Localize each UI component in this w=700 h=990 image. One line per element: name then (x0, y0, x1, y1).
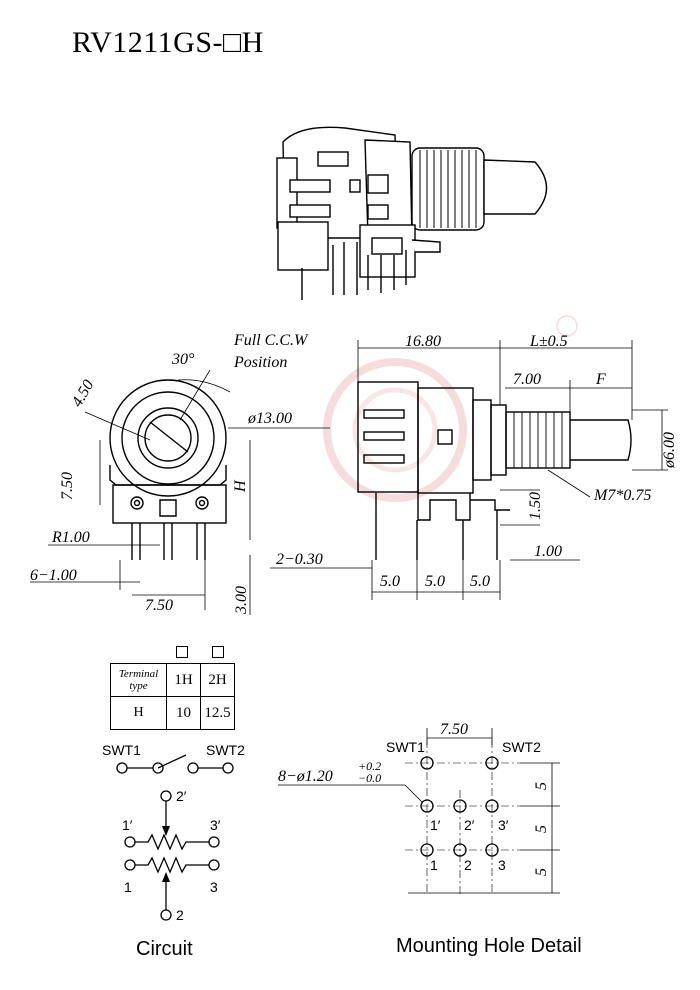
mounting-hole-detail (278, 728, 560, 895)
mount-caption: Mounting Hole Detail (396, 935, 582, 957)
mount-v-3: 5 (533, 868, 550, 876)
drawing-title: RV1211GS-□H (72, 26, 264, 59)
dim-pitch-7-50: 7.50 (145, 597, 173, 614)
watermark (323, 315, 578, 502)
wiper-arrow-top-icon (162, 826, 170, 836)
shaft-diameter: ø6.00 (661, 432, 678, 469)
dim-7-00: 7.00 (513, 371, 541, 388)
table-val-2h: 12.5 (200, 696, 235, 730)
pitch-1: 5.0 (380, 573, 400, 590)
dim-4-50: 4.50 (69, 377, 98, 410)
mount-swt2: SWT2 (502, 739, 541, 755)
mount-holes-spec: 8−ø1.20 (278, 768, 333, 785)
mount-pin-2: 2 (464, 857, 472, 873)
table-marker-1 (176, 646, 188, 658)
thread-spec: M7*0.75 (593, 487, 651, 504)
mount-swt1: SWT1 (386, 739, 425, 755)
pitch-2: 5.0 (425, 573, 445, 590)
body-diameter: ø13.00 (247, 410, 292, 427)
angle-label: 30° (171, 351, 195, 368)
circuit-pin-1p: 1′ (122, 817, 133, 833)
dim-1-50: 1.50 (527, 492, 544, 520)
dim-f: F (595, 371, 606, 388)
circuit-pin-3p: 3′ (210, 817, 221, 833)
mount-v-1: 5 (533, 782, 550, 790)
dim-h: H (232, 479, 249, 493)
mount-tol-minus: −0.0 (358, 771, 381, 785)
mount-pin-2p: 2′ (464, 817, 475, 833)
side-view (270, 340, 668, 600)
dim-r1-00: R1.00 (51, 529, 90, 546)
table-row-label: H (110, 696, 167, 730)
dim-l: L±0.5 (529, 333, 568, 350)
mount-pin-1: 1 (430, 857, 438, 873)
circuit-diagram (116, 754, 234, 921)
circuit-swt2: SWT2 (206, 742, 245, 758)
pitch-3: 5.0 (470, 573, 490, 590)
dim-tab: 2−0.30 (276, 551, 323, 568)
mount-pin-3p: 3′ (498, 817, 509, 833)
table-col-2h: 2H (200, 663, 235, 697)
table-row: H 10 12.5 (110, 696, 235, 730)
mount-tol-plus: +0.2 (358, 759, 381, 773)
circuit-pin-3: 3 (210, 879, 218, 895)
product-illustration (276, 126, 548, 300)
mount-pitch: 7.50 (440, 721, 468, 738)
circuit-swt1: SWT1 (102, 742, 141, 758)
table-header: Terminal type (110, 663, 167, 697)
circuit-pin-2: 2 (176, 907, 184, 923)
rotation-note-line1: Full C.C.W (233, 332, 309, 349)
dim-7-50-vertical: 7.50 (59, 472, 76, 500)
dim-3-00: 3.00 (233, 586, 250, 615)
dim-pins: 6−1.00 (30, 567, 77, 584)
dim-1-00: 1.00 (534, 543, 562, 560)
table-val-1h: 10 (166, 696, 201, 730)
terminal-type-table: Terminal type 1H 2H H 10 12.5 (110, 663, 235, 730)
table-row: Terminal type 1H 2H (110, 663, 235, 697)
dim-16-80: 16.80 (405, 333, 441, 350)
rotation-note-line2: Position (233, 354, 287, 371)
circuit-pin-1: 1 (124, 879, 132, 895)
table-col-1h: 1H (166, 663, 201, 697)
mount-pin-3: 3 (498, 857, 506, 873)
wiper-arrow-bottom-icon (162, 872, 170, 882)
circuit-caption: Circuit (136, 938, 193, 960)
mount-v-2: 5 (533, 825, 550, 833)
front-view (30, 369, 330, 615)
circuit-pin-2p: 2′ (176, 788, 187, 804)
mount-pin-1p: 1′ (430, 817, 441, 833)
table-marker-2 (212, 646, 224, 658)
